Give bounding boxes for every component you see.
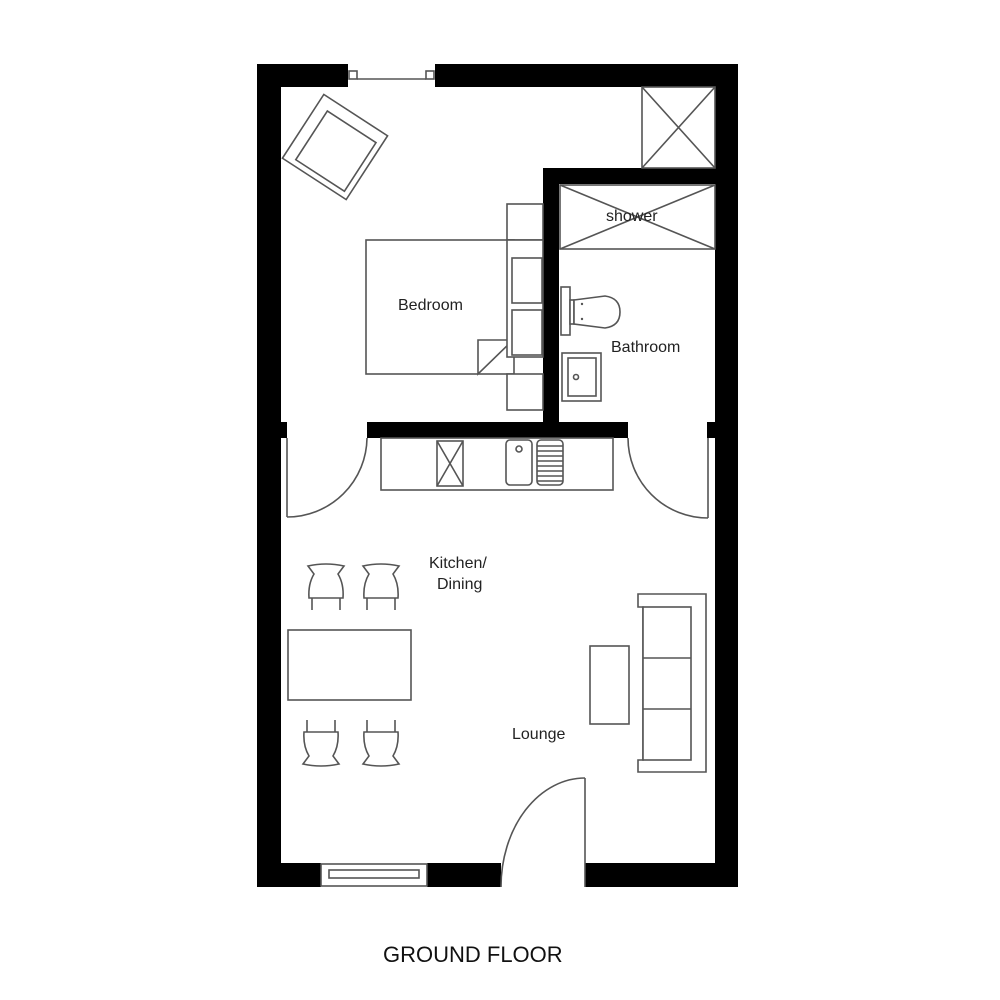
dining-chair [306, 563, 346, 610]
wall-nib-right [707, 422, 738, 438]
dining-chair [361, 563, 401, 610]
room-label-kitchen-dining-1: Kitchen/ [429, 555, 487, 572]
dining-table [287, 629, 412, 701]
kitchen [380, 437, 614, 491]
wall-middle [367, 422, 628, 438]
lounge: Lounge [512, 593, 707, 773]
dining-chair [361, 720, 401, 767]
bedside-table-bottom [506, 373, 544, 411]
wall-nib-left [257, 422, 287, 438]
drainer [536, 439, 564, 486]
window-bottom [320, 863, 428, 887]
floor-title: GROUND FLOOR [383, 942, 563, 967]
dining-area: Kitchen/ Dining [287, 555, 487, 767]
wall-bottom-mid [427, 863, 501, 887]
pillow-2 [511, 309, 543, 356]
wall-bathroom-left [543, 168, 559, 438]
door-bedroom[interactable] [286, 437, 368, 518]
coffee-table [589, 645, 630, 725]
window-frame-right [425, 70, 435, 80]
wall-left [257, 64, 281, 887]
bedside-table-top [506, 203, 544, 241]
wall-bathroom-top [543, 168, 721, 184]
room-label-kitchen-dining-2: Dining [437, 576, 482, 593]
toilet-cistern [560, 286, 571, 336]
wall-bottom-left [257, 863, 321, 887]
wall-right [715, 64, 738, 887]
window-frame-left [348, 70, 358, 80]
room-label-lounge: Lounge [512, 726, 565, 743]
room-label-bedroom: Bedroom [398, 297, 463, 314]
room-label-shower: shower [606, 208, 658, 225]
wall-bottom-right [585, 863, 738, 887]
sink [505, 439, 533, 486]
bathroom: Bathroom [560, 286, 680, 402]
wall-top-right [435, 64, 738, 87]
toilet [560, 286, 621, 336]
toilet-bowl [573, 295, 621, 329]
bedroom: Bedroom [281, 93, 544, 411]
dining-chair [301, 720, 341, 767]
cooker [436, 440, 464, 487]
sofa [637, 593, 707, 773]
armchair [281, 93, 389, 201]
door-bathroom[interactable] [627, 437, 709, 519]
exterior-walls [257, 64, 738, 887]
kitchen-worktop [380, 437, 614, 491]
storage-cupboard [641, 86, 716, 169]
pillow-1 [511, 257, 543, 304]
window-top [348, 70, 435, 80]
shower: shower [559, 184, 716, 250]
room-label-bathroom: Bathroom [611, 339, 680, 356]
bed-corner-fold [477, 339, 515, 376]
interior-walls [257, 168, 738, 438]
washbasin [561, 352, 602, 402]
entrance-door[interactable] [500, 777, 586, 888]
